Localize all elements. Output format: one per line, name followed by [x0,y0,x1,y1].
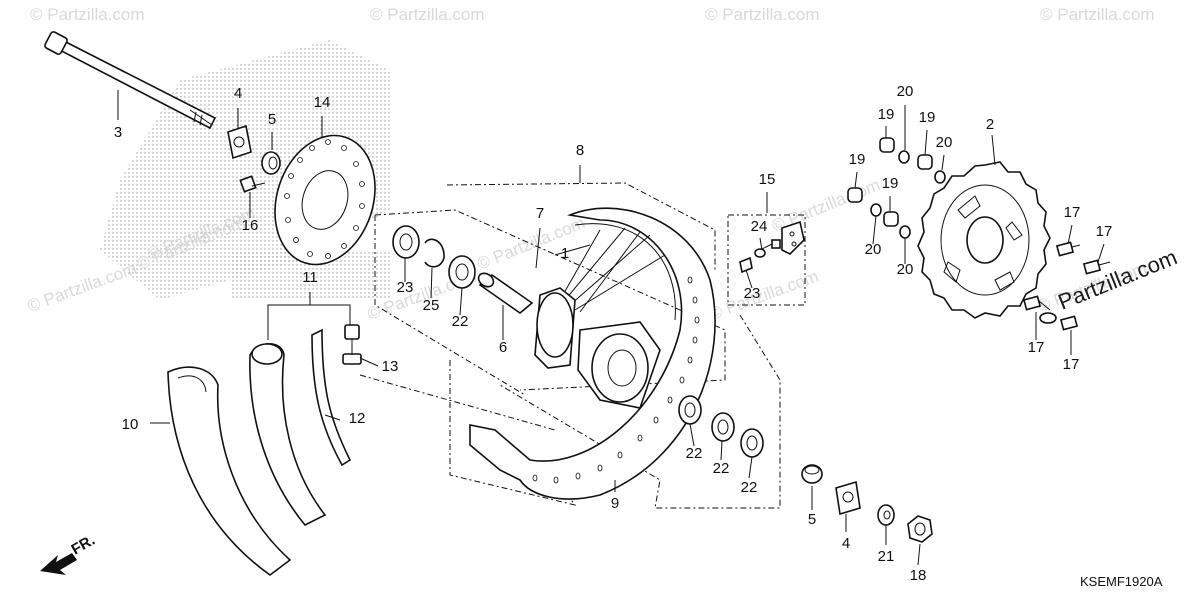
wheel-rim [469,207,716,500]
callout-leader [324,414,341,421]
callout-leader [459,287,463,316]
callout-12: 12 [349,410,366,427]
callout-17: 17 [1096,223,1113,240]
watermark-text: © Partzilla.com [370,5,485,24]
watermark-text: © Partzilla.com [25,259,139,316]
callout-leader [854,171,858,189]
inner-tube [249,342,327,527]
valve [342,324,362,365]
washer-21 [877,504,895,526]
callout-19: 19 [878,106,895,123]
square-collar-left [227,124,252,160]
callout-20: 20 [897,83,914,100]
watermark-text: © Partzilla.com [707,267,821,324]
callout-18: 18 [910,567,927,584]
callout-19: 19 [849,151,866,168]
sprocket [917,161,1051,319]
callout-9: 9 [611,495,619,512]
callout-2: 2 [986,116,994,133]
callout-17: 17 [1063,356,1080,373]
front-direction-arrow: FR. [40,532,98,575]
callout-11: 11 [302,269,318,286]
callout-leader [924,129,928,156]
bolt-16 [239,175,266,193]
watermark-text: © Partzilla.com [1040,5,1155,24]
brake-disc [274,134,376,266]
callout-20: 20 [865,241,882,258]
callout-22: 22 [686,445,703,462]
spokes [559,227,666,313]
callout-1: 1 [561,245,569,262]
callout-leader [872,215,877,245]
callout-25: 25 [423,297,440,314]
callout-5: 5 [268,111,276,128]
callout-7: 7 [536,205,544,222]
callout-leader [941,154,945,171]
callout-20: 20 [897,261,914,278]
callout-23: 23 [744,285,761,302]
callout-10: 10 [122,416,139,433]
callout-16: 16 [242,217,259,234]
callout-4: 4 [234,85,242,102]
callout-leader [745,269,753,289]
callout-leader [535,227,541,269]
callout-19: 19 [919,109,936,126]
callout-26: 26 [0,0,8,4]
callout-22: 22 [713,460,730,477]
brand-watermark: Partzilla.com [1055,244,1181,314]
callout-leader [991,134,996,166]
plate-assembly [727,214,806,306]
collar-left [261,151,281,175]
callout-20: 20 [936,134,953,151]
callout-24: 24 [751,218,768,235]
callout-8: 8 [576,142,584,159]
callout-bracket-11 [267,292,351,340]
callout-4: 4 [842,535,850,552]
rim-band [311,328,352,467]
callout-21: 21 [878,548,895,565]
callout-14: 14 [314,94,331,111]
callout-6: 6 [499,339,507,356]
callout-3: 3 [114,124,122,141]
callout-leader [1067,224,1073,245]
callout-leader [689,423,695,447]
left-bearings [392,225,476,289]
callout-leader [748,456,753,479]
right-collar-5 [801,464,823,484]
callout-15: 15 [759,171,776,188]
callout-13: 13 [382,358,399,375]
callout-leader [430,267,433,299]
callout-22: 22 [452,313,469,330]
watermark-text: © Partzilla.com [30,5,145,24]
watermark-text: © Partzilla.com [705,5,820,24]
sprocket-hardware [847,137,946,239]
callout-leader [917,543,921,566]
axle-nut-18 [907,515,933,543]
callout-17: 17 [1064,204,1081,221]
hub [534,287,661,409]
square-collar-right [835,480,861,516]
callout-leader [759,237,763,251]
callout-5: 5 [808,511,816,528]
callout-leader [359,357,379,367]
callout-leader [554,244,591,256]
distance-collar [477,272,534,315]
tire [167,366,292,576]
callout-leader [1097,243,1105,263]
axle [44,31,217,130]
callout-22: 22 [741,479,758,496]
callout-leader [720,440,723,461]
callout-17: 17 [1028,339,1045,356]
callout-19: 19 [882,175,899,192]
sprocket-bolts [1022,241,1111,331]
callout-23: 23 [397,279,414,296]
diagram-code: KSEMF1920A [1080,574,1163,589]
